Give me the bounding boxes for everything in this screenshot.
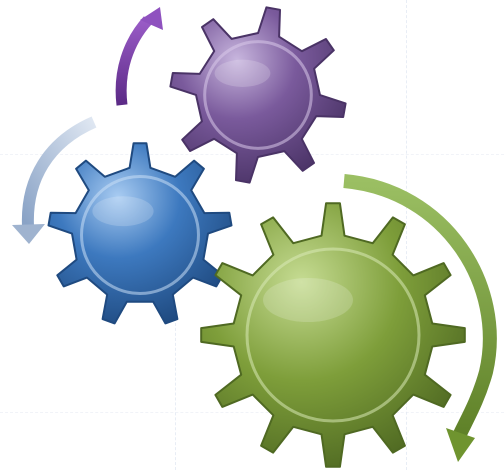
blue-gear-shine xyxy=(92,196,153,226)
green-gear xyxy=(201,203,465,467)
green-gear-body xyxy=(201,203,465,467)
purple-gear-body xyxy=(170,7,345,182)
purple-gear-shine xyxy=(215,60,271,87)
blue-gear xyxy=(49,143,232,323)
blue-gear-body xyxy=(49,143,232,323)
green-gear-shine xyxy=(263,278,353,322)
purple-gear xyxy=(170,7,345,182)
purple-curved-arrow xyxy=(121,7,163,105)
